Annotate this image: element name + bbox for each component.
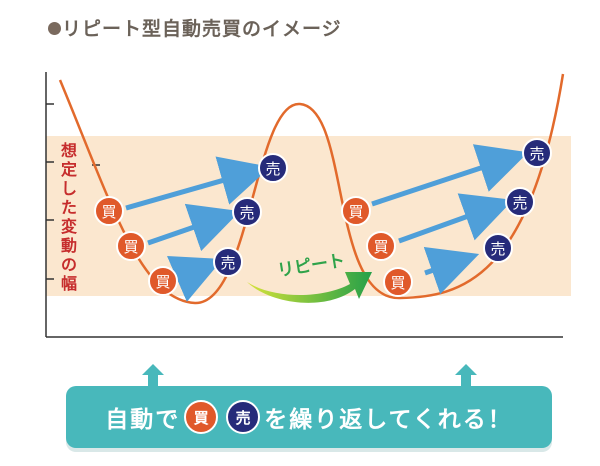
svg-text:売: 売 <box>490 240 505 258</box>
range-label: 想 定 し た 変 動 の 幅 <box>60 141 77 293</box>
sell-badge: 売 <box>226 400 261 434</box>
svg-text:買: 買 <box>373 238 388 256</box>
page-title: リピート型自動売買のイメージ <box>62 14 342 41</box>
buy-point: 買 <box>341 196 371 226</box>
svg-text:買: 買 <box>390 274 405 292</box>
repeat-arrow <box>247 272 372 303</box>
sell-point: 売 <box>232 197 262 227</box>
y-axis-ticks <box>46 103 54 280</box>
buy-point: 買 <box>94 196 124 226</box>
buy-point: 買 <box>148 266 178 296</box>
svg-text:買: 買 <box>101 203 116 221</box>
sell-point: 売 <box>522 138 552 168</box>
trade-arrow <box>166 255 223 302</box>
buy-point: 買 <box>366 231 396 261</box>
buy-point: 買 <box>383 267 413 297</box>
buy-badge: 買 <box>184 400 219 434</box>
up-arrow-icon <box>142 364 164 386</box>
svg-text:買: 買 <box>123 238 138 256</box>
trade-arrow <box>125 156 271 211</box>
svg-text:買: 買 <box>155 273 170 291</box>
sell-point: 売 <box>258 153 288 183</box>
sell-point: 売 <box>483 233 513 263</box>
svg-text:売: 売 <box>220 254 235 272</box>
svg-text:売: 売 <box>512 194 527 212</box>
sell-point: 売 <box>213 247 243 277</box>
summary-banner: 自動で 買 売 を繰り返してくれる！ <box>66 386 552 448</box>
up-arrow-icon <box>455 364 477 386</box>
trade-arrow <box>398 193 514 244</box>
sell-point: 売 <box>505 187 535 217</box>
svg-text:買: 買 <box>348 203 363 221</box>
svg-text:売: 売 <box>265 160 280 178</box>
trade-arrow <box>423 246 480 295</box>
trade-arrow <box>147 203 241 252</box>
svg-text:売: 売 <box>529 145 544 163</box>
page-title-text: リピート型自動売買のイメージ <box>62 18 342 40</box>
buy-point: 買 <box>116 231 146 261</box>
banner-prefix: 自動で <box>105 407 181 433</box>
title-bullet-icon <box>48 22 61 35</box>
trade-arrow <box>371 144 529 207</box>
banner-suffix: を繰り返してくれる！ <box>264 407 513 433</box>
svg-text:売: 売 <box>239 204 254 222</box>
